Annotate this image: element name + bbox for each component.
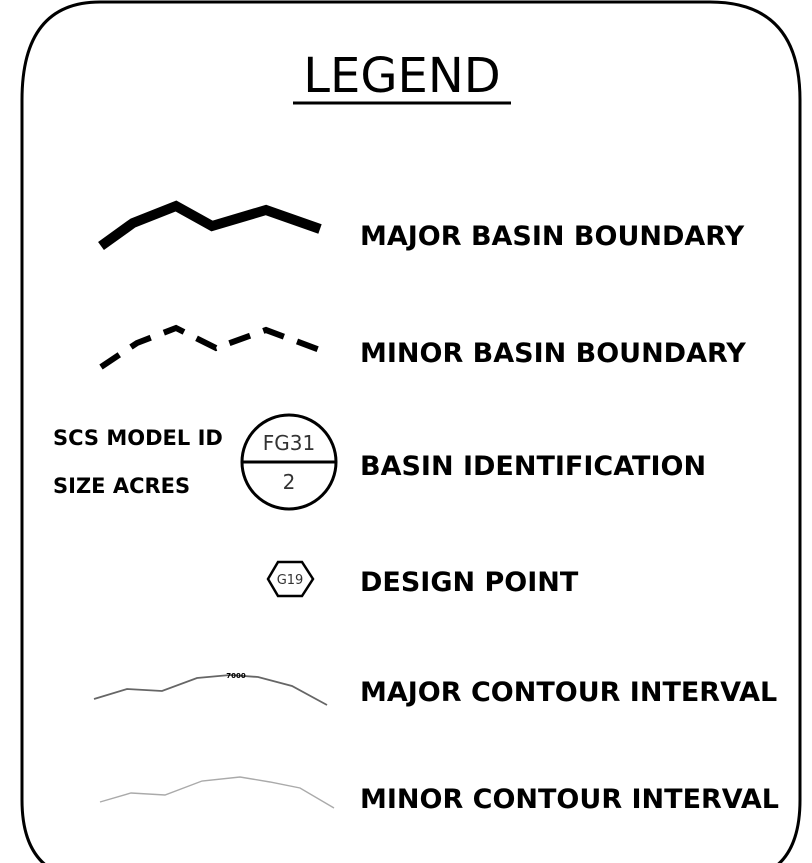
design-point-id-text: G19 (277, 573, 304, 588)
basin-id-text: FG31 (263, 431, 315, 455)
design-point-label: DESIGN POINT (360, 567, 579, 598)
minor-contour-label: MINOR CONTOUR INTERVAL (360, 784, 779, 815)
major-basin-boundary-symbol (98, 200, 322, 251)
scs-model-id-label: SCS MODEL ID (53, 426, 223, 450)
legend-title: LEGEND (303, 48, 500, 104)
basin-size-text: 2 (283, 470, 296, 494)
minor-contour-symbol (99, 776, 335, 809)
major-contour-symbol (93, 674, 328, 706)
major-basin-boundary-label: MAJOR BASIN BOUNDARY (360, 221, 745, 252)
basin-identification-symbol: FG31 2 (240, 413, 338, 511)
design-point-symbol: G19 (266, 560, 315, 598)
contour-elevation-label: 7000 (226, 672, 246, 680)
minor-basin-boundary-label: MINOR BASIN BOUNDARY (360, 338, 746, 369)
legend-frame (20, 0, 802, 863)
minor-basin-boundary-symbol (99, 324, 322, 370)
size-acres-label: SIZE ACRES (53, 474, 190, 498)
major-contour-label: MAJOR CONTOUR INTERVAL (360, 677, 777, 708)
basin-identification-label: BASIN IDENTIFICATION (360, 451, 706, 482)
